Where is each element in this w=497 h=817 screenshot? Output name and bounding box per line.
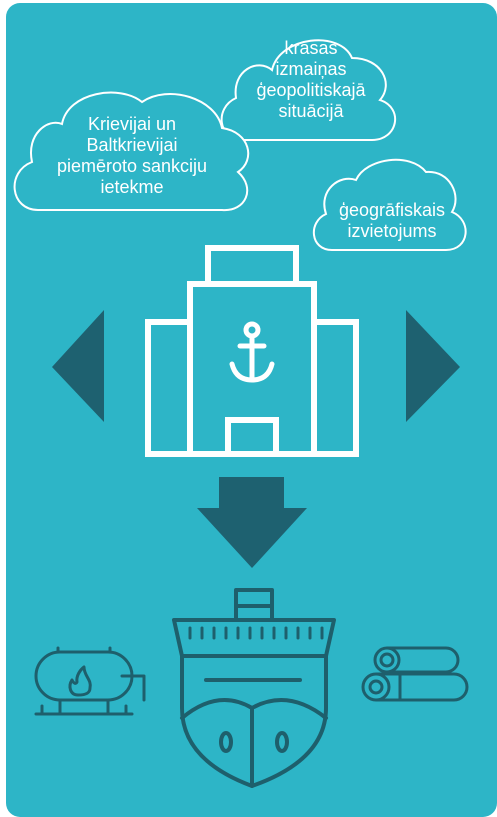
arrow-down-icon — [197, 477, 307, 568]
cloud-line: situācijā — [278, 101, 344, 121]
arrow-right-icon — [406, 310, 460, 422]
cloud-sanctions — [13, 91, 250, 212]
cloud-line: krasas — [284, 38, 338, 58]
port-building-anchor-icon — [145, 245, 359, 457]
cloud-text-geopolitics: krasas izmaiņas ģeopolitiskajā situācijā — [248, 38, 374, 122]
cloud-line: izmaiņas — [275, 59, 347, 79]
cloud-line: ietekme — [100, 177, 164, 197]
cloud-line: ģeogrāfiskais — [338, 200, 446, 220]
ship-icon — [172, 588, 336, 788]
cloud-text-sanctions: Krievijai un Baltkrievijai piemēroto san… — [46, 114, 218, 198]
cloud-line: ģeopolitiskajā — [256, 80, 366, 100]
cloud-location — [312, 158, 467, 251]
timber-logs-icon — [361, 646, 469, 702]
arrow-left-icon — [52, 310, 104, 422]
cloud-line: piemēroto sankciju — [56, 156, 208, 176]
cloud-geopolitics — [220, 39, 397, 141]
cloud-line: Krievijai un — [87, 114, 177, 134]
cloud-text-location: ģeogrāfiskais izvietojums — [332, 200, 452, 242]
gas-tank-icon — [34, 646, 146, 716]
cloud-line: Baltkrievijai — [86, 135, 178, 155]
cloud-line: izvietojums — [347, 221, 437, 241]
